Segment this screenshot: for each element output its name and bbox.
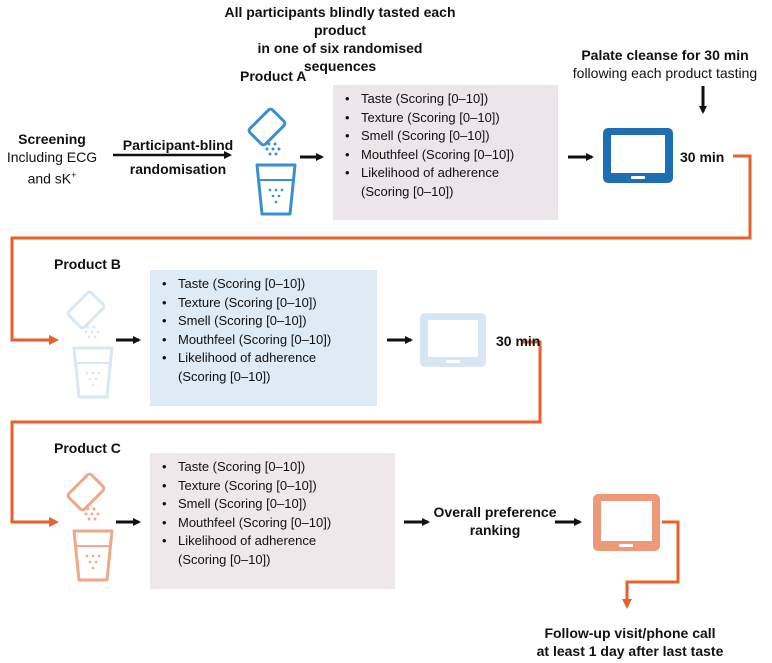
- screening-line-3: and sK+: [27, 170, 77, 187]
- wait-label-a: 30 min: [680, 149, 725, 165]
- criterion-smell: •Smell (Scoring [0–10]): [162, 496, 307, 512]
- criterion-mouthfeel: •Mouthfeel (Scoring [0–10]): [345, 146, 515, 162]
- criterion-taste: •Taste (Scoring [0–10]): [162, 276, 306, 291]
- criterion-texture: •Texture (Scoring [0–10]): [162, 477, 317, 493]
- palate-line-2: following each product tasting: [572, 65, 758, 81]
- criterion-mouthfeel: •Mouthfeel (Scoring [0–10]): [162, 331, 332, 347]
- follow-up-line-2: at least 1 day after last taste: [536, 643, 724, 659]
- connector-b-to-c: [10, 340, 542, 527]
- sachet-glass-icon-a: [247, 107, 297, 216]
- criterion-adherence: •Likelihood of adherence(Scoring [0–10]): [345, 165, 500, 199]
- palate-line-1: Palate cleanse for 30 min: [581, 47, 749, 63]
- header-title: All participants blindly tasted each pro…: [220, 3, 460, 75]
- overall-preference-ranking: Overall preference ranking: [433, 504, 557, 538]
- tablet-icon-c: [593, 494, 660, 551]
- wait-label-b: 30 min: [496, 333, 541, 349]
- product-c-label: Product C: [54, 440, 121, 456]
- criteria-box-a: •Taste (Scoring [0–10]) •Texture (Scorin…: [333, 85, 558, 220]
- criterion-texture: •Texture (Scoring [0–10]): [345, 109, 500, 125]
- follow-up-line-1: Follow-up visit/phone call: [544, 625, 716, 641]
- criterion-adherence: •Likelihood of adherence(Scoring [0–10]): [162, 533, 317, 567]
- criterion-adherence: •Likelihood of adherence(Scoring [0–10]): [162, 350, 317, 384]
- criterion-mouthfeel: •Mouthfeel (Scoring [0–10]): [162, 514, 332, 530]
- sachet-glass-icon-c: [66, 472, 114, 582]
- screening-block: Screening Including ECG and sK+: [0, 130, 104, 188]
- criterion-taste: •Taste (Scoring [0–10]): [345, 91, 489, 106]
- product-a-label: Product A: [240, 68, 307, 84]
- sachet-glass-icon-b: [66, 290, 114, 399]
- criteria-box-c: •Taste (Scoring [0–10]) •Texture (Scorin…: [150, 453, 395, 589]
- criteria-box-b: •Taste (Scoring [0–10]) •Texture (Scorin…: [150, 270, 377, 406]
- criterion-texture: •Texture (Scoring [0–10]): [162, 294, 317, 310]
- screening-line-2: Including ECG: [6, 149, 98, 165]
- criterion-smell: •Smell (Scoring [0–10]): [345, 128, 490, 144]
- header-line-2: in one of six randomised sequences: [257, 40, 423, 74]
- follow-up-note: Follow-up visit/phone call at least 1 da…: [510, 624, 750, 660]
- connector-a-to-b: [10, 154, 752, 345]
- criterion-taste: •Taste (Scoring [0–10]): [162, 459, 306, 474]
- randomisation-label-bottom: randomisation: [129, 161, 227, 177]
- screening-title: Screening: [18, 131, 86, 147]
- tablet-icon-b: [420, 313, 486, 367]
- criterion-smell: •Smell (Scoring [0–10]): [162, 313, 307, 329]
- palate-cleanse-note: Palate cleanse for 30 min following each…: [560, 46, 770, 82]
- randomisation-label-top: Participant-blind: [122, 137, 234, 153]
- header-line-1: All participants blindly tasted each pro…: [224, 4, 456, 38]
- tablet-icon-a: [603, 128, 673, 183]
- product-b-label: Product B: [54, 256, 121, 272]
- connector-to-followup: [622, 520, 680, 609]
